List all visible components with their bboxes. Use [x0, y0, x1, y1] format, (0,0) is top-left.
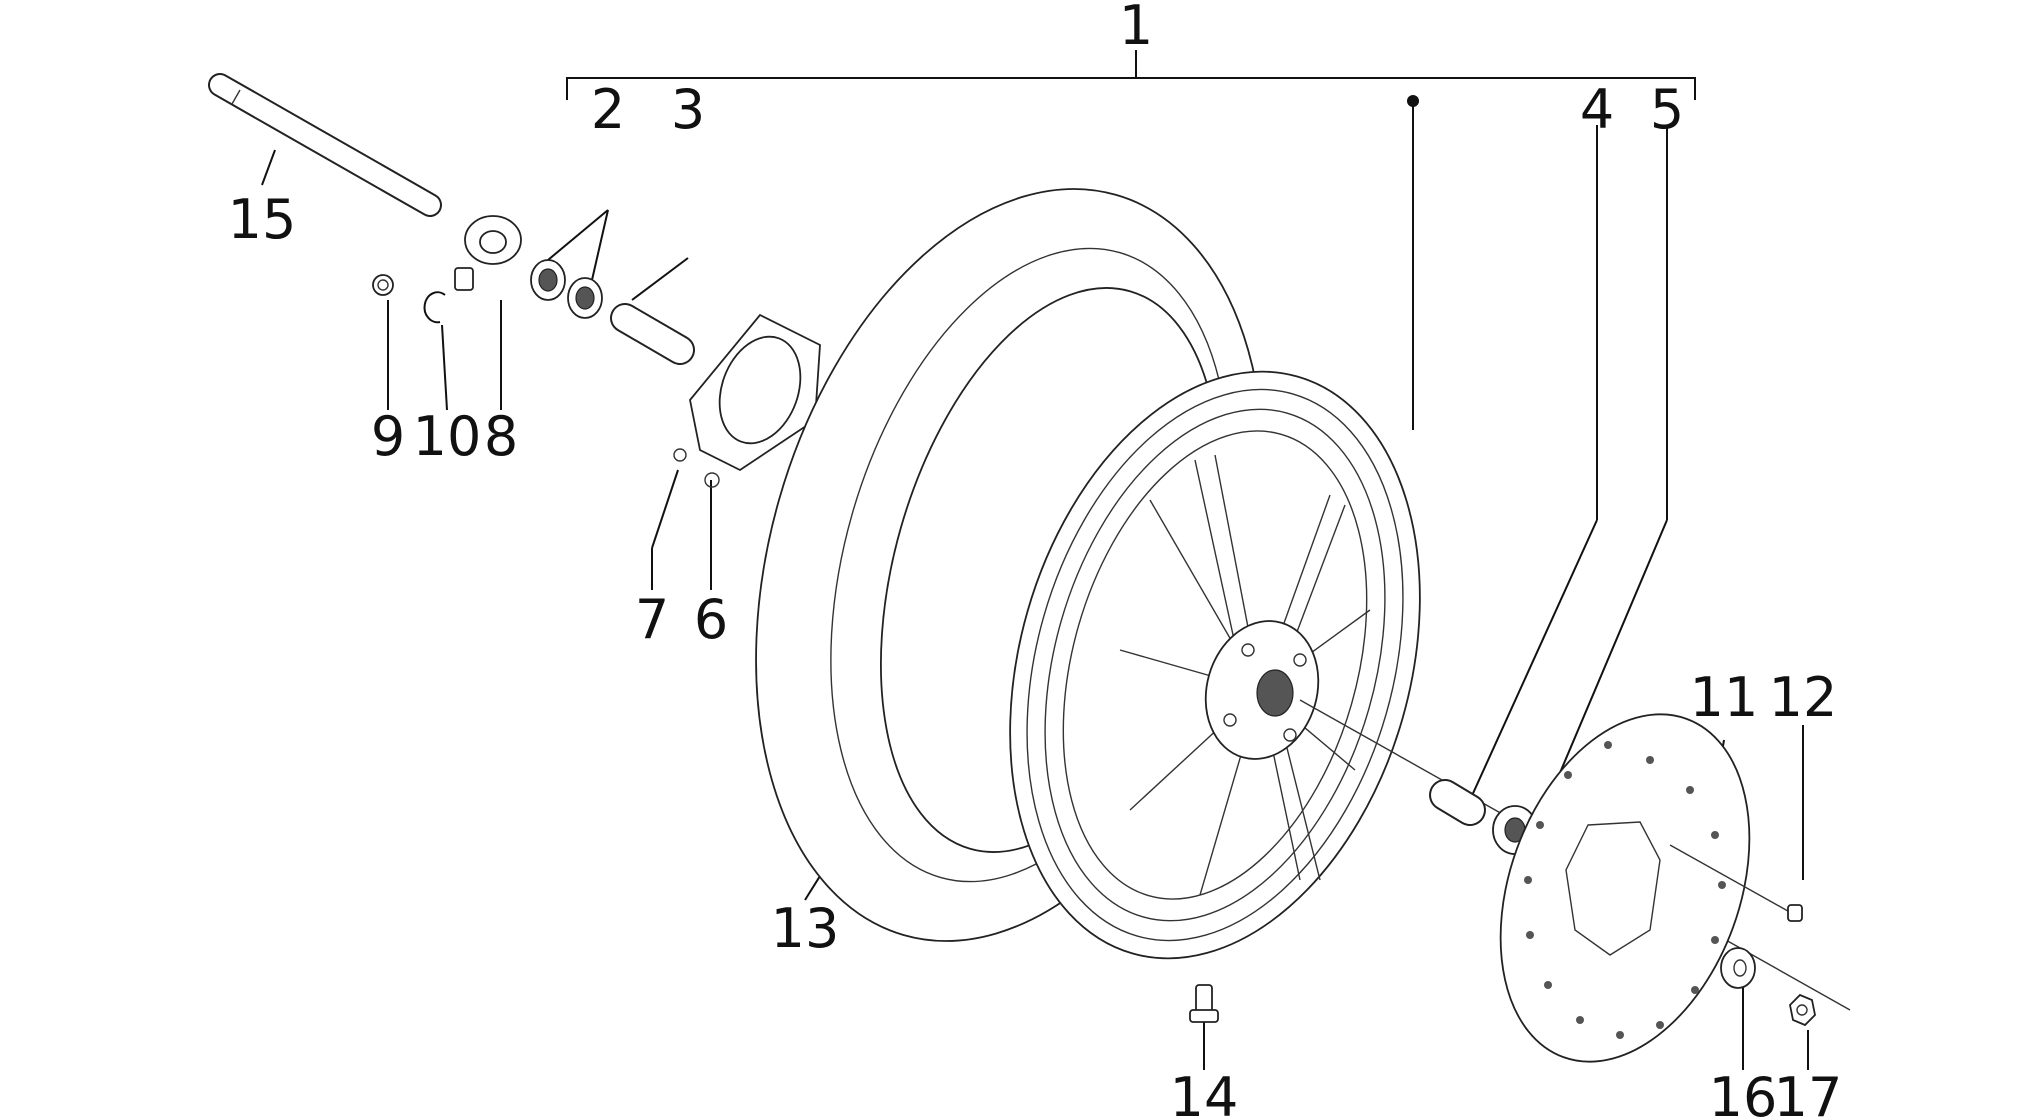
label-7: 7: [635, 588, 669, 651]
spacer-4: [1429, 779, 1486, 826]
disc-screw: [1669, 844, 1803, 922]
nut-17: [1789, 993, 1816, 1027]
rim: [1009, 370, 1421, 960]
disc-carrier: [673, 313, 821, 488]
label-8: 8: [484, 405, 518, 468]
label-17: 17: [1774, 1066, 1843, 1120]
label-12: 12: [1769, 666, 1838, 729]
label-16: 16: [1709, 1066, 1778, 1120]
label-11: 11: [1690, 666, 1759, 729]
spacer-tube: [610, 303, 695, 365]
axle-shaft: [208, 73, 442, 217]
label-6: 6: [694, 588, 728, 651]
valve: [1189, 984, 1219, 1023]
nut-9: [372, 274, 394, 296]
label-13: 13: [771, 897, 840, 960]
label-14: 14: [1170, 1066, 1239, 1120]
speedo-drive: [454, 215, 522, 291]
label-4: 4: [1580, 78, 1614, 141]
label-9: 9: [371, 405, 405, 468]
brake-disc: [1499, 713, 1751, 1063]
label-10: 10: [413, 405, 482, 468]
circlip-10: [423, 291, 446, 324]
label-3: 3: [671, 78, 705, 141]
label-1: 1: [1119, 0, 1153, 57]
bearings: [530, 259, 603, 319]
leader-lines: [261, 50, 1809, 1070]
label-5: 5: [1650, 78, 1684, 141]
label-15: 15: [228, 188, 297, 251]
label-2: 2: [591, 78, 625, 141]
callout-labels: 1 2 3 4 5 6 7 8 9 10 11 12 13 14 15 16 1…: [228, 0, 1843, 1120]
washer-16: [1720, 947, 1756, 989]
